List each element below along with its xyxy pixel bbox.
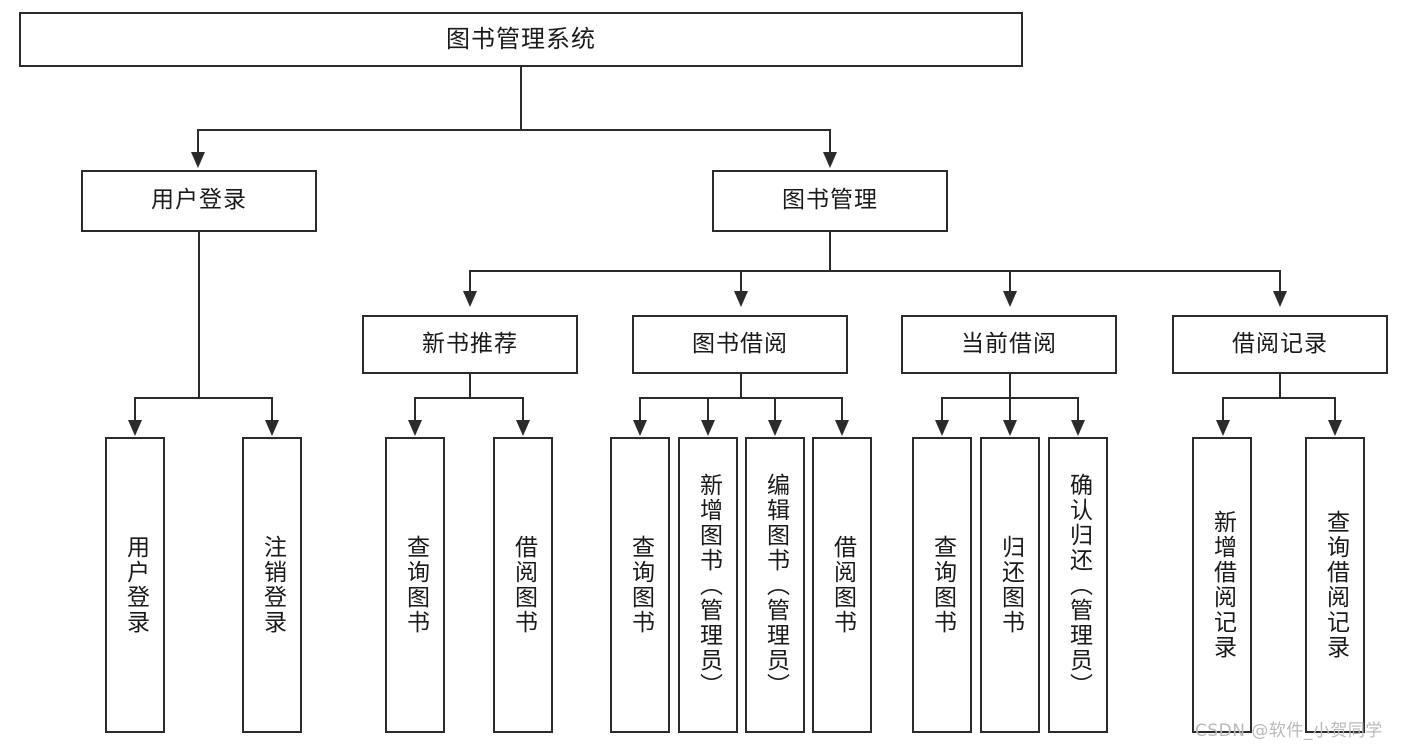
- leaf-label: 查询图书: [627, 535, 654, 635]
- node-label: 图书管理系统: [446, 25, 596, 54]
- arrow-current-borrow-to-leaf-2: [1003, 420, 1017, 436]
- node-new-book-recommend[interactable]: 新书推荐: [362, 315, 578, 374]
- connector-root-to-user-login: [197, 129, 199, 153]
- leaf-user-login-logout[interactable]: 注销登录: [242, 437, 302, 733]
- leaf-label: 用户登录: [122, 535, 149, 635]
- arrow-book-borrow-to-leaf-2: [701, 420, 715, 436]
- arrow-current-borrow-to-leaf-1: [935, 420, 949, 436]
- node-label: 用户登录: [151, 187, 247, 214]
- connector-book-management-bus: [469, 270, 1281, 272]
- leaf-label: 编辑图书（管理员）: [762, 472, 789, 698]
- connector-root-bus: [197, 129, 831, 131]
- connector-book-borrow-to-leaf-2: [707, 397, 709, 421]
- arrow-bm-to-book-borrow: [734, 291, 748, 307]
- connector-borrow-record-to-leaf-1: [1222, 397, 1224, 421]
- arrow-user-login-to-leaf-2: [265, 420, 279, 436]
- node-label: 图书管理: [782, 187, 878, 214]
- leaf-label: 确认归还（管理员）: [1065, 472, 1092, 698]
- leaf-book-borrow-edit-book[interactable]: 编辑图书（管理员）: [745, 437, 805, 733]
- leaf-label: 新增借阅记录: [1209, 510, 1236, 660]
- node-current-borrow[interactable]: 当前借阅: [901, 315, 1117, 374]
- connector-bm-to-book-borrow: [740, 270, 742, 292]
- connector-root-to-book-management: [829, 129, 831, 153]
- arrow-borrow-record-to-leaf-2: [1328, 420, 1342, 436]
- leaf-label: 借阅图书: [510, 535, 537, 635]
- connector-user-login-stem: [198, 232, 200, 398]
- arrow-current-borrow-to-leaf-3: [1071, 420, 1085, 436]
- connector-bm-to-new-book: [469, 270, 471, 292]
- node-label: 新书推荐: [422, 330, 518, 357]
- connector-book-borrow-bus: [639, 397, 843, 399]
- arrow-book-borrow-to-leaf-1: [633, 420, 647, 436]
- node-book-borrow[interactable]: 图书借阅: [632, 315, 848, 374]
- leaf-label: 新增图书（管理员）: [695, 472, 722, 698]
- leaf-user-login-login[interactable]: 用户登录: [105, 437, 165, 733]
- leaf-book-borrow-add-book[interactable]: 新增图书（管理员）: [678, 437, 738, 733]
- leaf-book-borrow-borrow-book[interactable]: 借阅图书: [812, 437, 872, 733]
- connector-borrow-record-to-leaf-2: [1334, 397, 1336, 421]
- connector-user-login-to-leaf-2: [271, 397, 273, 421]
- connector-book-borrow-to-leaf-1: [639, 397, 641, 421]
- connector-new-book-to-leaf-1: [414, 397, 416, 421]
- connector-new-book-bus: [414, 397, 524, 399]
- arrow-book-borrow-to-leaf-4: [835, 420, 849, 436]
- arrow-new-book-to-leaf-2: [516, 420, 530, 436]
- leaf-borrow-record-query-record[interactable]: 查询借阅记录: [1305, 437, 1365, 733]
- arrow-bm-to-new-book: [463, 291, 477, 307]
- connector-user-login-bus: [134, 397, 272, 399]
- connector-book-management-stem: [829, 232, 831, 271]
- leaf-current-borrow-query-book[interactable]: 查询图书: [912, 437, 972, 733]
- connector-user-login-to-leaf-1: [134, 397, 136, 421]
- leaf-label: 借阅图书: [829, 535, 856, 635]
- arrow-bm-to-borrow-record: [1273, 291, 1287, 307]
- connector-book-borrow-to-leaf-4: [841, 397, 843, 421]
- arrow-root-to-book-management: [823, 152, 837, 168]
- connector-bm-to-current-borrow: [1009, 270, 1011, 292]
- arrow-bm-to-current-borrow: [1003, 291, 1017, 307]
- node-user-login[interactable]: 用户登录: [81, 170, 317, 232]
- leaf-current-borrow-return-book[interactable]: 归还图书: [980, 437, 1040, 733]
- node-label: 借阅记录: [1232, 330, 1328, 357]
- connector-borrow-record-stem: [1279, 374, 1281, 398]
- connector-book-borrow-to-leaf-3: [774, 397, 776, 421]
- arrow-book-borrow-to-leaf-3: [768, 420, 782, 436]
- connector-current-borrow-to-leaf-2: [1009, 397, 1011, 421]
- leaf-label: 查询图书: [929, 535, 956, 635]
- connector-book-borrow-stem: [740, 374, 742, 398]
- node-label: 图书借阅: [692, 330, 788, 357]
- connector-bm-to-borrow-record: [1279, 270, 1281, 292]
- node-book-management[interactable]: 图书管理: [712, 170, 948, 232]
- leaf-book-borrow-query-book[interactable]: 查询图书: [610, 437, 670, 733]
- connector-new-book-stem: [469, 374, 471, 398]
- leaf-current-borrow-confirm-return[interactable]: 确认归还（管理员）: [1048, 437, 1108, 733]
- leaf-new-book-borrow-book[interactable]: 借阅图书: [493, 437, 553, 733]
- leaf-borrow-record-add-record[interactable]: 新增借阅记录: [1192, 437, 1252, 733]
- node-label: 当前借阅: [961, 330, 1057, 357]
- connector-new-book-to-leaf-2: [522, 397, 524, 421]
- connector-root-stem: [520, 67, 522, 130]
- leaf-label: 归还图书: [997, 535, 1024, 635]
- connector-current-borrow-stem: [1009, 374, 1011, 398]
- leaf-new-book-query-book[interactable]: 查询图书: [385, 437, 445, 733]
- watermark-text: CSDN @软件_小贺同学: [1195, 721, 1383, 741]
- arrow-root-to-user-login: [191, 152, 205, 168]
- arrow-user-login-to-leaf-1: [128, 420, 142, 436]
- node-borrow-record[interactable]: 借阅记录: [1172, 315, 1388, 374]
- leaf-label: 注销登录: [259, 535, 286, 635]
- leaf-label: 查询借阅记录: [1322, 510, 1349, 660]
- connector-current-borrow-to-leaf-3: [1077, 397, 1079, 421]
- arrow-borrow-record-to-leaf-1: [1216, 420, 1230, 436]
- connector-borrow-record-bus: [1222, 397, 1336, 399]
- connector-current-borrow-to-leaf-1: [941, 397, 943, 421]
- arrow-new-book-to-leaf-1: [408, 420, 422, 436]
- leaf-label: 查询图书: [402, 535, 429, 635]
- node-root-book-management-system[interactable]: 图书管理系统: [19, 12, 1023, 67]
